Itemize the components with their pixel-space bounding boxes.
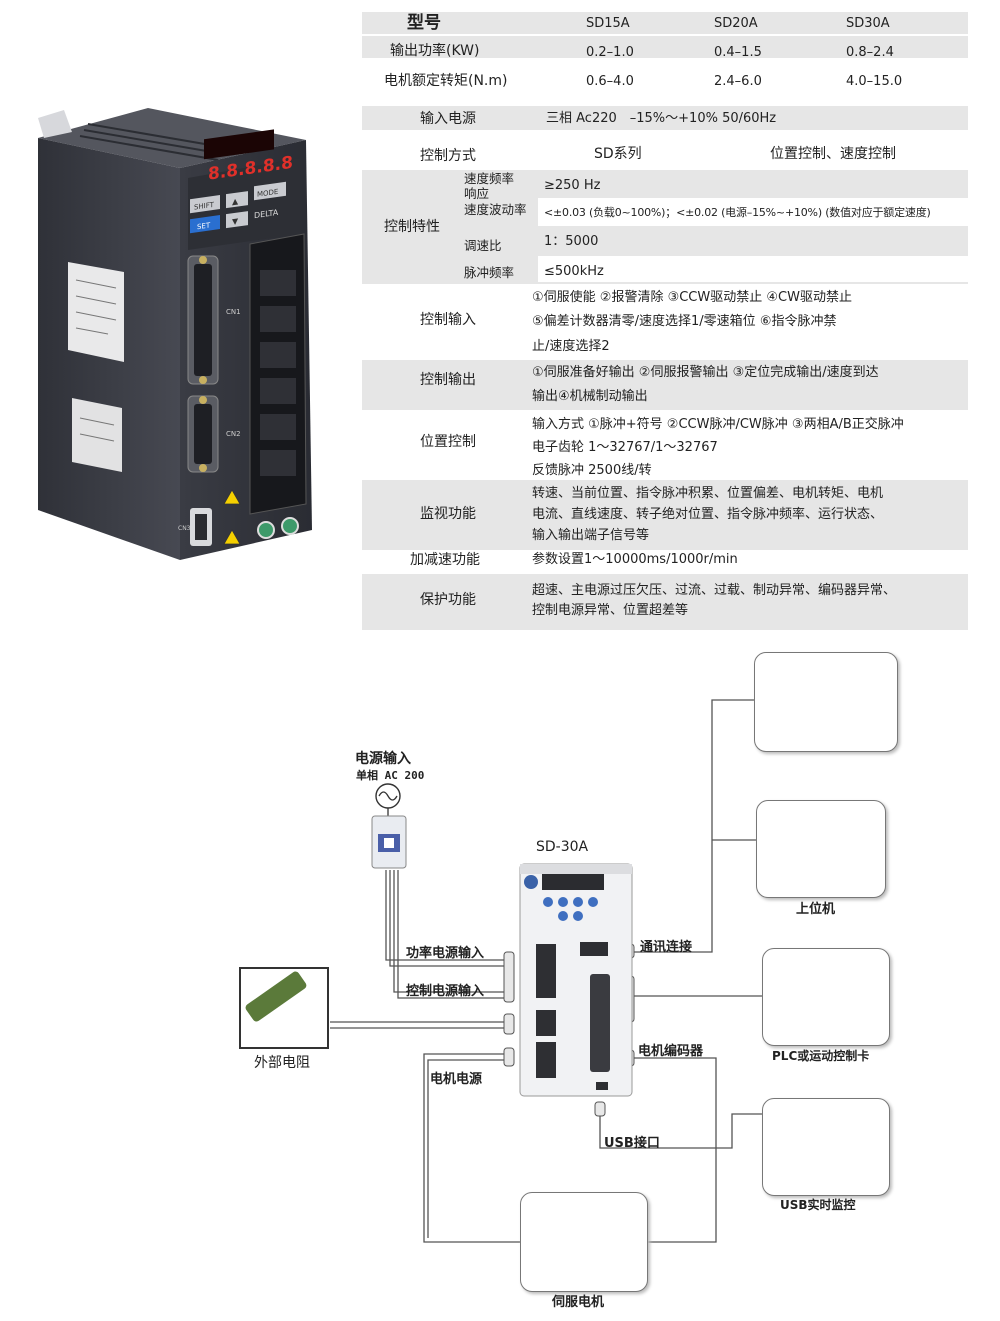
motor-power-label: 电机电源: [430, 1072, 483, 1087]
control-output-line-2: 输出④机械制动输出: [532, 389, 648, 404]
control-mode-value: 位置控制、速度控制: [770, 146, 896, 162]
cn3-label: CN3: [178, 525, 191, 532]
rated-torque-sd15a: 0.6–4.0: [586, 74, 634, 89]
cn1-label: CN1: [226, 308, 241, 316]
usb-monitor-frame: [762, 1098, 890, 1196]
usb-monitor-caption: USB实时监控: [780, 1198, 856, 1212]
speed-response-label-2: 响应: [464, 186, 490, 201]
rated-torque-sd20a: 2.4–6.0: [714, 74, 762, 89]
control-power-label: 控制电源输入: [406, 984, 485, 999]
protection-line-1: 超速、主电源过压欠压、过流、过载、制动异常、编码器异常、: [532, 583, 897, 598]
control-output-line-1: ①伺服准备好输出 ②伺服报警输出 ③定位完成输出/速度到达: [532, 365, 879, 380]
pulse-freq-value: ≤500kHz: [544, 264, 604, 279]
control-input-line-3: 止/速度选择2: [532, 339, 610, 354]
power-input-sub: 单相 AC 200: [356, 769, 425, 782]
mode-button-label: MODE: [257, 187, 278, 199]
plc-caption: PLC或运动控制卡: [772, 1049, 870, 1063]
input-power-value: 三相 Ac220 –15%～+10% 50/60Hz: [546, 111, 777, 126]
power-input-title: 电源输入: [355, 751, 411, 767]
control-mode-series: SD系列: [594, 146, 642, 162]
up-button-label: ▲: [232, 196, 239, 206]
control-input-label: 控制输入: [420, 312, 476, 328]
servo-motor-frame: [520, 1192, 648, 1292]
model-sd20a: SD20A: [714, 16, 758, 31]
accel-decel-value: 参数设置1～10000ms/1000r/min: [532, 552, 738, 567]
band-output: [362, 360, 968, 410]
monitoring-line-2: 电流、直线速度、转子绝对位置、指令脉冲频率、运行状态、: [532, 507, 884, 522]
main-power-label: 功率电源输入: [406, 946, 485, 961]
speed-response-value: ≥250 Hz: [544, 178, 601, 193]
speed-response-label-1: 速度频率: [464, 171, 515, 186]
monitoring-label: 监视功能: [420, 506, 476, 522]
speed-fluct-label: 速度波动率: [464, 202, 527, 217]
usb-port-label: USB接口: [604, 1136, 660, 1151]
control-input-line-1: ①伺服使能 ②报警清除 ③CCW驱动禁止 ④CW驱动禁止: [532, 290, 852, 305]
rated-torque-sd30a: 4.0–15.0: [846, 74, 903, 89]
band-fluct: [538, 198, 968, 226]
drives-frame: [754, 652, 898, 752]
monitoring-line-1: 转速、当前位置、指令脉冲积累、位置偏差、电机转矩、电机: [532, 486, 884, 501]
plc-frame: [762, 948, 890, 1046]
control-input-line-2: ⑤偏差计数器清零/速度选择1/零速箱位 ⑥指令脉冲禁: [532, 314, 837, 329]
position-control-label: 位置控制: [420, 434, 476, 450]
band-header: [362, 12, 968, 34]
pulse-freq-label: 脉冲频率: [464, 265, 515, 280]
output-power-sd20a: 0.4–1.5: [714, 45, 762, 60]
model-header: 型号: [407, 13, 441, 33]
drive-model-label: SD-30A: [536, 839, 589, 855]
output-power-sd15a: 0.2–1.0: [586, 45, 634, 60]
speed-ratio-label: 调速比: [464, 238, 502, 253]
rated-torque-label: 电机额定转矩(N.m): [384, 73, 508, 89]
monitoring-line-3: 输入输出端子信号等: [532, 528, 650, 543]
shift-button-label: SHIFT: [194, 200, 215, 212]
position-control-line-1: 输入方式 ①脉冲+符号 ②CCW脉冲/CW脉冲 ③两相A/B正交脉冲: [532, 417, 904, 432]
brand-logo: DELTA: [254, 208, 279, 220]
output-power-sd30a: 0.8–2.4: [846, 45, 894, 60]
model-sd15a: SD15A: [586, 16, 630, 31]
model-sd30a: SD30A: [846, 16, 890, 31]
protection-label: 保护功能: [420, 592, 476, 608]
cn2-label: CN2: [226, 430, 241, 438]
host-caption: 上位机: [796, 902, 836, 917]
encoder-label: 电机编码器: [638, 1044, 704, 1059]
ext-resistor-caption: 外部电阻: [254, 1055, 310, 1071]
comm-label: 通讯连接: [640, 940, 693, 955]
band-power: [362, 36, 968, 58]
band-monitor: [362, 480, 968, 550]
position-control-line-3: 反馈脉冲 2500线/转: [532, 463, 652, 478]
protection-line-2: 控制电源异常、位置超差等: [532, 603, 689, 618]
band-protect: [362, 574, 968, 630]
speed-ratio-value: 1：5000: [544, 234, 599, 249]
control-output-label: 控制输出: [420, 372, 476, 388]
position-control-line-2: 电子齿轮 1～32767/1～32767: [532, 440, 718, 455]
speed-fluct-value: <±0.03 (负载0~100%)；<±0.02 (电源–15%~+10%) (…: [544, 206, 931, 219]
output-power-label: 输出功率(KW): [390, 43, 480, 59]
down-button-label: ▼: [232, 216, 239, 226]
band-input: [362, 106, 968, 130]
host-frame: [756, 800, 886, 898]
band-pulse: [538, 256, 968, 282]
servo-drive-photo: 8.8.8.8.8 SHIFT ▲ MODE SET ▼ DELTA CN1 C…: [38, 108, 312, 560]
wiring-diagram: 电源输入 单相 AC 200 SD-30A 功率电源输入 控制电源输入 电机电源…: [0, 640, 1000, 1321]
input-power-label: 输入电源: [420, 111, 476, 127]
servo-motor-caption: 伺服电机: [552, 1295, 605, 1310]
spec-table: 型号 SD15A SD20A SD30A 输出功率(KW) 0.2–1.0 0.…: [362, 12, 968, 630]
control-features-label: 控制特性: [384, 219, 440, 235]
set-button-label: SET: [197, 220, 211, 231]
accel-decel-label: 加减速功能: [410, 552, 480, 568]
control-mode-label: 控制方式: [420, 148, 476, 164]
